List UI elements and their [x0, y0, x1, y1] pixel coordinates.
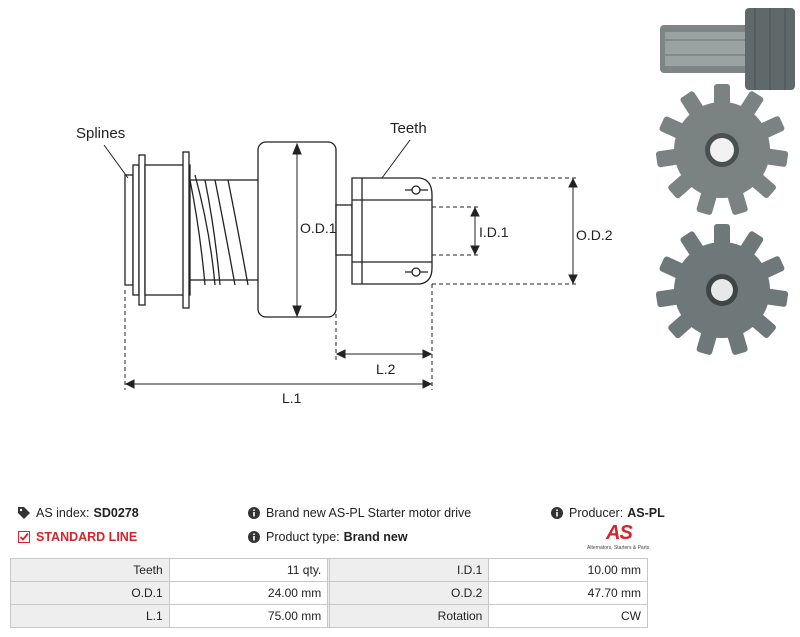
standard-line-label: STANDARD LINE [36, 530, 138, 544]
photo-gear-back [655, 224, 789, 355]
producer: Producer: AS-PL [551, 506, 665, 520]
description: Brand new AS-PL Starter motor drive [248, 506, 471, 520]
info-icon [551, 507, 563, 519]
photo-side-view [660, 8, 795, 90]
specs-table: Teeth 11 qty. I.D.1 10.00 mm O.D.1 24.00… [10, 558, 648, 628]
info-icon [248, 507, 260, 519]
spec-value: 10.00 mm [488, 558, 648, 582]
checkbox-icon [18, 531, 30, 543]
pinion-gear [351, 177, 433, 285]
label-l2: L.2 [376, 361, 396, 377]
product-type-label: Product type: [266, 530, 340, 544]
technical-drawing: Splines Teeth O.D.1 I.D.1 O.D.2 L.2 [76, 8, 795, 406]
spec-label: I.D.1 [329, 558, 490, 582]
standard-line: STANDARD LINE [18, 530, 137, 544]
spec-value: 24.00 mm [168, 581, 329, 605]
callout-teeth: Teeth [390, 120, 427, 137]
product-type: Product type: Brand new [248, 530, 408, 544]
spring-shaft [189, 174, 261, 286]
label-od2: O.D.2 [576, 227, 613, 243]
spec-value: CW [488, 604, 648, 628]
table-row: O.D.1 24.00 mm O.D.2 47.70 mm [10, 581, 648, 605]
as-index-value: SD0278 [93, 506, 139, 520]
tag-icon [18, 507, 30, 519]
product-type-value: Brand new [343, 530, 408, 544]
spec-label: O.D.1 [10, 581, 170, 605]
spec-value: 11 qty. [168, 558, 329, 582]
callout-splines: Splines [76, 125, 125, 142]
brand-logo: AS [606, 522, 633, 544]
spec-value: 75.00 mm [168, 604, 329, 628]
spec-label: O.D.2 [329, 581, 490, 605]
label-od1: O.D.1 [300, 220, 337, 236]
spec-label: Teeth [10, 558, 170, 582]
spec-label: L.1 [10, 604, 170, 628]
producer-label: Producer: [569, 506, 624, 520]
splines-collar [124, 151, 191, 309]
dim-l1 [124, 290, 433, 390]
brand-tagline: Alternators, Starters & Parts [587, 545, 650, 551]
photo-gear-front [655, 84, 789, 215]
producer-value: AS-PL [627, 506, 665, 520]
dim-od1 [292, 142, 302, 318]
dim-od2 [432, 177, 578, 285]
label-l1: L.1 [282, 390, 302, 406]
spec-value: 47.70 mm [488, 581, 648, 605]
table-row: L.1 75.00 mm Rotation CW [10, 604, 648, 628]
as-index-label: AS index: [36, 506, 90, 520]
table-row: Teeth 11 qty. I.D.1 10.00 mm [10, 558, 648, 582]
as-index: AS index: SD0278 [18, 506, 139, 520]
spec-label: Rotation [329, 604, 490, 628]
label-id1: I.D.1 [479, 224, 509, 240]
dim-l2 [335, 284, 433, 390]
info-icon [248, 531, 260, 543]
neck [335, 204, 353, 256]
description-text: Brand new AS-PL Starter motor drive [266, 506, 472, 520]
dim-id1 [432, 206, 480, 256]
